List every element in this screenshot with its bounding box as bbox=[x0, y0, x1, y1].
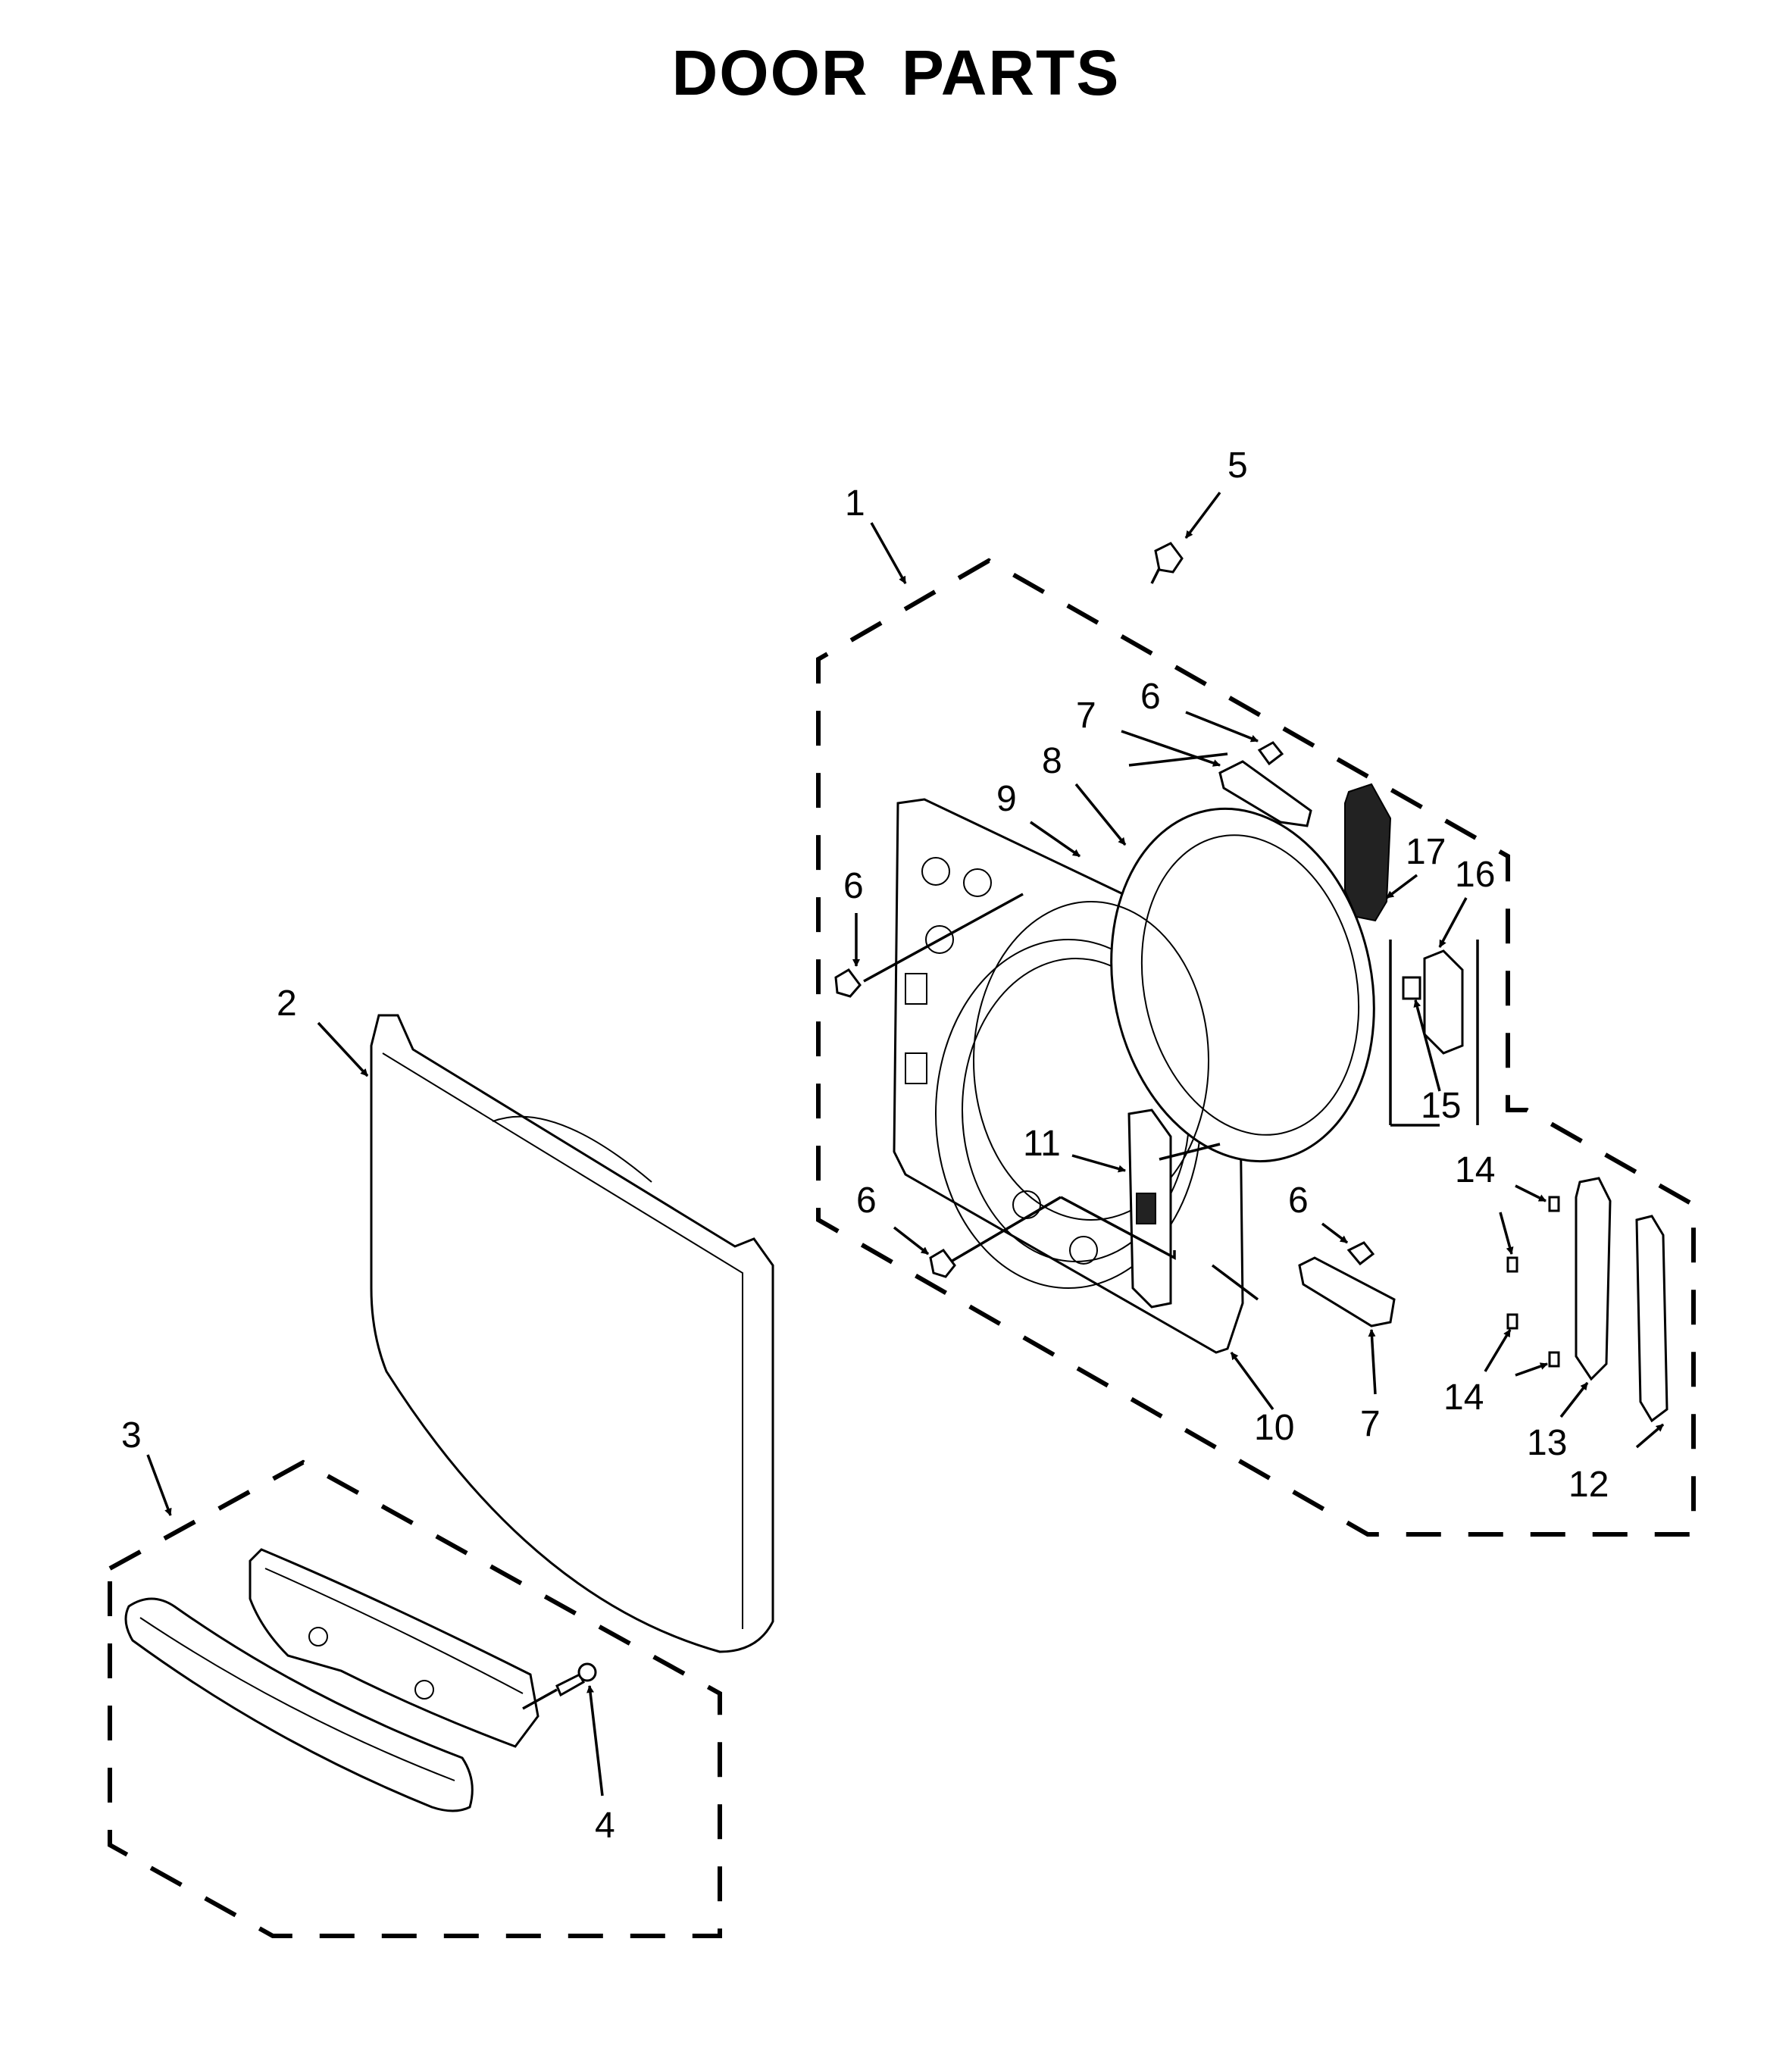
hinge-bracket-bottom bbox=[1298, 1256, 1396, 1327]
callout-13: 13 bbox=[1527, 1423, 1567, 1463]
hinge-bracket-top bbox=[1218, 760, 1312, 827]
handle-screw bbox=[522, 1662, 597, 1710]
callout-1: 1 bbox=[845, 483, 865, 524]
door-gasket bbox=[973, 901, 1209, 1221]
callout-16: 16 bbox=[1455, 855, 1495, 895]
strike-bracket bbox=[1389, 940, 1479, 1127]
hinge-pins bbox=[1506, 1196, 1560, 1368]
door-latch bbox=[1127, 1109, 1172, 1309]
strike bbox=[1402, 976, 1421, 1000]
connector-lines bbox=[863, 752, 1259, 1301]
callout-7-top: 7 bbox=[1076, 696, 1096, 736]
callout-5: 5 bbox=[1228, 446, 1248, 486]
callout-7-bottom: 7 bbox=[1360, 1404, 1381, 1444]
callout-15: 15 bbox=[1421, 1086, 1461, 1126]
callout-2: 2 bbox=[277, 983, 297, 1024]
callout-14-bottom: 14 bbox=[1443, 1377, 1484, 1418]
callout-17: 17 bbox=[1406, 832, 1446, 872]
callout-labels: 1 2 3 4 5 6 6 6 6 7 7 8 9 10 11 12 13 14… bbox=[121, 446, 1609, 1846]
group-outline-door-assembly bbox=[816, 558, 1696, 1537]
hinge-plate bbox=[1635, 1215, 1668, 1423]
door-handle bbox=[124, 1597, 474, 1812]
outer-door-panel bbox=[370, 1014, 774, 1653]
callout-10: 10 bbox=[1254, 1408, 1294, 1448]
door-glass bbox=[1110, 807, 1375, 1163]
callout-14-top: 14 bbox=[1455, 1150, 1495, 1190]
callout-6-bottom-left: 6 bbox=[856, 1180, 877, 1221]
clip-screw bbox=[1150, 542, 1184, 584]
strike-plate bbox=[1423, 949, 1464, 1055]
callout-9: 9 bbox=[996, 779, 1017, 819]
door-seal bbox=[1344, 783, 1392, 922]
door-hinge bbox=[1575, 1177, 1612, 1381]
callout-11: 11 bbox=[1023, 1124, 1061, 1164]
frame-screws bbox=[834, 741, 1375, 1278]
callout-12: 12 bbox=[1568, 1465, 1609, 1505]
handle-bracket bbox=[249, 1548, 539, 1748]
callout-8: 8 bbox=[1042, 741, 1062, 781]
callout-6-left: 6 bbox=[843, 866, 864, 906]
callout-4: 4 bbox=[595, 1806, 615, 1846]
page-title: DOOR PARTS bbox=[671, 37, 1121, 108]
callout-6-top: 6 bbox=[1140, 677, 1161, 717]
group-outline-handle-assembly bbox=[108, 1459, 722, 1938]
callout-arrows bbox=[146, 491, 1665, 1797]
callout-3: 3 bbox=[121, 1415, 142, 1456]
callout-6-bottom-right: 6 bbox=[1288, 1180, 1309, 1221]
